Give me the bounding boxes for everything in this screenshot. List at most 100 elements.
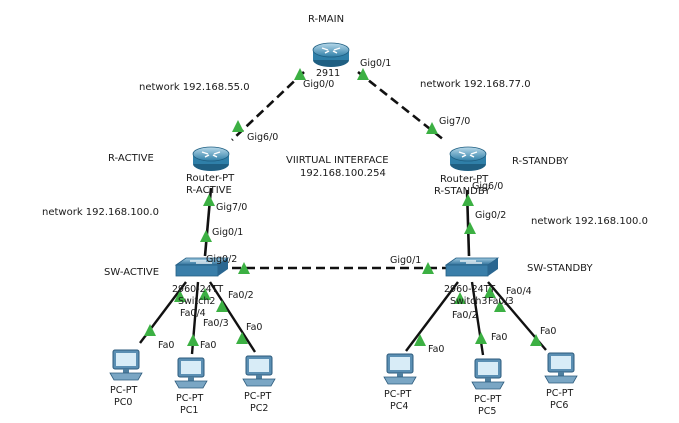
device-name: R-ACTIVE xyxy=(186,185,232,196)
network-label: network 192.168.100.0 xyxy=(531,216,648,227)
port-label: Gig7/0 xyxy=(439,116,470,127)
pc-pc5[interactable]: PC-PT PC5 xyxy=(471,358,505,417)
port-label: Gig0/1 xyxy=(360,58,391,69)
link-status-layer xyxy=(144,68,542,346)
port-label: Fa0/3 xyxy=(488,296,514,307)
pc-type: PC-PT xyxy=(176,393,204,404)
switch-sw-active[interactable]: SW-ACTIVE 2960-24TT Switch2 xyxy=(104,257,229,307)
router-icon xyxy=(192,146,230,172)
port-label: Fa0/2 xyxy=(452,310,478,321)
link-rmain-ractive[interactable] xyxy=(231,71,305,141)
pc-name: PC1 xyxy=(180,405,198,416)
port-label: Gig6/0 xyxy=(472,181,503,192)
pc-name: PC5 xyxy=(478,406,496,417)
pc-icon xyxy=(242,355,276,387)
virtual-interface-label: VIIRTUAL INTERFACE xyxy=(286,155,389,166)
pc-pc0[interactable]: PC-PT PC0 xyxy=(109,349,143,408)
pc-type: PC-PT xyxy=(546,388,574,399)
pc-pc1[interactable]: PC-PT PC1 xyxy=(174,357,208,416)
pc-name: PC6 xyxy=(550,400,568,411)
link-up-indicator xyxy=(144,324,156,336)
link-up-indicator xyxy=(203,194,215,206)
pc-name: PC0 xyxy=(114,397,132,408)
pc-name: PC4 xyxy=(390,401,408,412)
pc-icon xyxy=(471,358,505,390)
pc-name: PC2 xyxy=(250,403,268,414)
device-name: Switch2 xyxy=(178,296,215,307)
router-icon xyxy=(312,42,350,68)
device-model: 2911 xyxy=(316,68,340,79)
device-title: R-MAIN xyxy=(308,14,344,25)
pc-pc6[interactable]: PC-PT PC6 xyxy=(544,352,578,411)
link-up-indicator xyxy=(294,68,306,80)
link-swactive-pc2[interactable] xyxy=(208,281,257,353)
pc-pc4[interactable]: PC-PT PC4 xyxy=(383,353,417,412)
router-r-main[interactable]: R-MAIN 2911 xyxy=(308,14,350,79)
network-label: network 192.168.77.0 xyxy=(420,79,531,90)
device-model: 2960-24TT xyxy=(444,284,495,295)
port-label: Gig6/0 xyxy=(247,132,278,143)
device-model: 2960-24TT xyxy=(172,284,223,295)
network-label: network 192.168.55.0 xyxy=(139,82,250,93)
port-label: Fa0 xyxy=(200,340,216,351)
link-up-indicator xyxy=(426,122,438,134)
pc-type: PC-PT xyxy=(474,394,502,405)
port-label: Fa0 xyxy=(428,344,444,355)
port-label: Gig0/2 xyxy=(206,254,237,265)
link-up-indicator xyxy=(200,230,212,242)
pc-icon xyxy=(383,353,417,385)
port-label: Fa0/4 xyxy=(506,286,532,297)
port-label: Gig0/2 xyxy=(475,210,506,221)
port-label: Gig0/0 xyxy=(303,79,334,90)
virtual-interface-ip: 192.168.100.254 xyxy=(300,168,386,179)
link-up-indicator xyxy=(187,334,199,346)
port-label: Fa0/4 xyxy=(180,308,206,319)
pc-type: PC-PT xyxy=(244,391,272,402)
link-up-indicator xyxy=(422,262,434,274)
network-label: network 192.168.100.0 xyxy=(42,207,159,218)
device-name: Switch3 xyxy=(450,296,487,307)
link-up-indicator xyxy=(357,68,369,80)
port-label: Fa0 xyxy=(491,332,507,343)
link-up-indicator xyxy=(236,332,248,344)
router-r-standby[interactable]: R-STANDBY Router-PT R-STANDBY xyxy=(434,146,569,197)
port-label: Fa0 xyxy=(246,322,262,333)
port-label: Fa0/2 xyxy=(228,290,254,301)
device-title: R-STANDBY xyxy=(512,156,569,167)
pc-icon xyxy=(109,349,143,381)
device-title: R-ACTIVE xyxy=(108,153,154,164)
link-up-indicator xyxy=(494,300,506,312)
port-labels: Gig0/0 Gig0/1 Gig6/0 Gig7/0 Gig7/0 Gig6/… xyxy=(158,58,556,355)
device-title: SW-ACTIVE xyxy=(104,267,159,278)
link-up-indicator xyxy=(174,290,186,302)
link-up-indicator xyxy=(454,292,466,304)
switch-sw-standby[interactable]: SW-STANDBY 2960-24TT Switch3 xyxy=(444,257,593,307)
port-label: Fa0/3 xyxy=(203,318,229,329)
port-label: Fa0 xyxy=(158,340,174,351)
port-label: Gig0/1 xyxy=(390,255,421,266)
link-up-indicator xyxy=(232,120,244,132)
port-label: Gig7/0 xyxy=(216,202,247,213)
link-up-indicator xyxy=(462,194,474,206)
device-title: SW-STANDBY xyxy=(527,263,593,274)
router-icon xyxy=(449,146,487,172)
pc-type: PC-PT xyxy=(384,389,412,400)
link-up-indicator xyxy=(238,262,250,274)
link-up-indicator xyxy=(414,334,426,346)
router-r-active[interactable]: R-ACTIVE Router-PT R-ACTIVE xyxy=(108,146,235,196)
pc-icon xyxy=(174,357,208,389)
port-label: Fa0 xyxy=(540,326,556,337)
pc-type: PC-PT xyxy=(110,385,138,396)
device-model: Router-PT xyxy=(440,174,489,185)
link-up-indicator xyxy=(464,222,476,234)
link-swstandby-pc4[interactable] xyxy=(405,281,459,352)
pc-icon xyxy=(544,352,578,384)
pc-pc2[interactable]: PC-PT PC2 xyxy=(242,355,276,414)
link-up-indicator xyxy=(199,288,211,300)
port-label: Gig0/1 xyxy=(212,227,243,238)
device-model: Router-PT xyxy=(186,173,235,184)
link-up-indicator xyxy=(530,334,542,346)
switch-icon xyxy=(445,257,499,277)
link-up-indicator xyxy=(475,332,487,344)
